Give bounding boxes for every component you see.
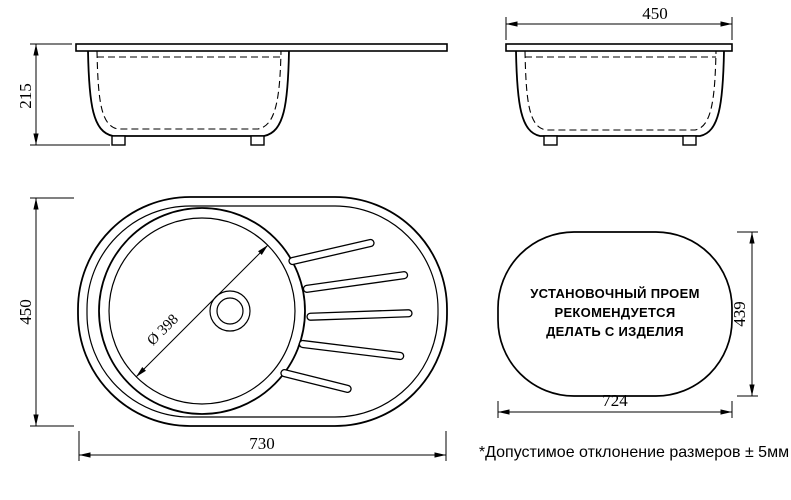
end-view-bowl-outline (515, 50, 725, 137)
end-view: 450 (505, 4, 733, 146)
side-view-bowl-hidden-line (96, 50, 282, 130)
drainboard-ridge (306, 309, 413, 321)
cutout-text-line1: УСТАНОВОЧНЫЙ ПРОЕМ (530, 286, 699, 301)
cutout-text-line2: РЕКОМЕНДУЕТСЯ (554, 305, 675, 320)
side-view-foot-left (111, 135, 126, 146)
end-view-rim (505, 43, 733, 52)
side-view-bowl-outline (87, 50, 290, 137)
drainboard-ridge (280, 368, 352, 394)
cutout-outline (497, 231, 733, 397)
dim-bowl-line (135, 244, 269, 378)
cutout-view: УСТАНОВОЧНЫЙ ПРОЕМ РЕКОМЕНДУЕТСЯ ДЕЛАТЬ … (497, 231, 758, 418)
plan-view-drain-inner (216, 297, 244, 325)
side-view: 215 (16, 43, 448, 146)
end-view-bowl-hidden-line (524, 50, 717, 131)
dim-450w-label: 450 (642, 4, 668, 23)
dim-730-label: 730 (249, 434, 275, 453)
dim-439-label: 439 (730, 301, 749, 327)
dim-bowl-label: Ø 398 (144, 311, 182, 349)
plan-view-bowl-outer (98, 207, 306, 415)
plan-view-bowl-inner (108, 217, 296, 405)
dim-724-label: 724 (602, 391, 628, 410)
drainboard-ridge (302, 271, 409, 293)
side-view-foot-right (250, 135, 265, 146)
plan-view: Ø 398 450 730 (16, 196, 448, 461)
side-view-rim (75, 43, 448, 52)
plan-view-outer-edge (77, 196, 448, 427)
drainboard-ridge (298, 339, 405, 361)
tolerance-footnote: *Допустимое отклонение размеров ± 5мм (479, 444, 789, 461)
cutout-text-line3: ДЕЛАТЬ С ИЗДЕЛИЯ (546, 324, 684, 339)
end-view-foot-right (682, 135, 697, 146)
drainboard-ridge (288, 238, 375, 266)
dim-215-label: 215 (16, 83, 35, 109)
end-view-foot-left (543, 135, 558, 146)
plan-view-inner-edge (86, 205, 439, 418)
dim-450h-label: 450 (16, 299, 35, 325)
